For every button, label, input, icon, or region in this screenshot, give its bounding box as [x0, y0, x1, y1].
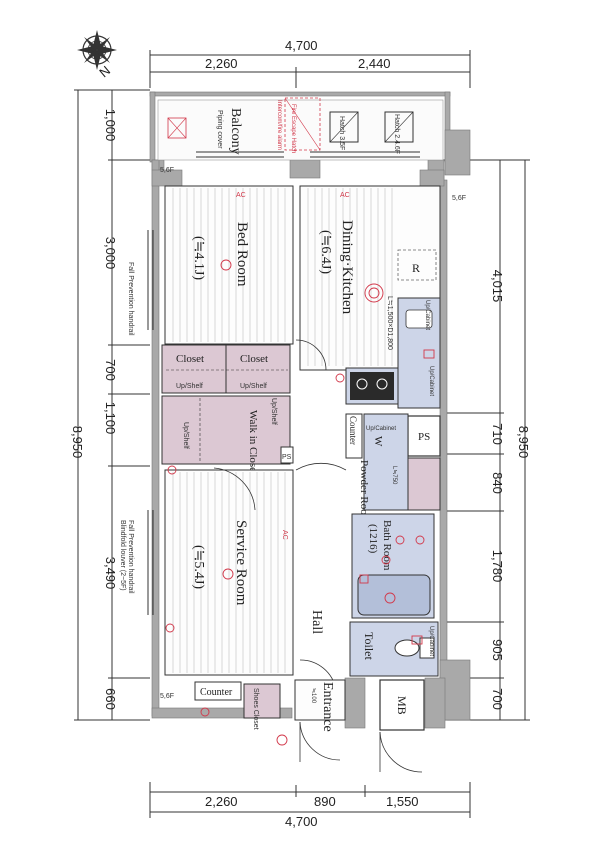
dim-left-1: 1,000 [103, 109, 118, 142]
shoes-closet-label: Shoes Closet [252, 688, 259, 730]
dim-top-right: 2,440 [358, 56, 391, 71]
outer-walls [149, 91, 471, 729]
floor-56f-label-2: 5,6F [160, 693, 174, 700]
dim-right-total: 8,950 [516, 426, 531, 459]
dim-left-3: 700 [103, 359, 118, 381]
counter-top-box [345, 413, 363, 459]
dim-bottom-left: 2,260 [205, 794, 238, 809]
up-cabinet-1: Up/Cabinet [424, 300, 430, 330]
hatch-right-label: Hatch 2.4.6F [393, 114, 400, 154]
dim-right-5: 905 [490, 639, 505, 661]
evacuation-note: Intercom/fire alarm [276, 100, 282, 150]
counter-bottom-box [194, 681, 242, 701]
balcony-label: Balcony [228, 108, 243, 155]
up-cabinet-4: Up/Cabinet [428, 626, 434, 656]
kitchen-size-note: L≒1,500×D1,800 [386, 296, 393, 350]
service-room-size: (≒5.4J) [191, 545, 206, 589]
floor-56f-label-3: 5,6F [452, 195, 466, 202]
closet-right-label: Closet [240, 353, 268, 365]
dim-right-3: 840 [490, 472, 505, 494]
ps-small-box [280, 446, 294, 464]
dim-left-5: 3,490 [103, 557, 118, 590]
bed-room-label: Bed Room [234, 222, 250, 287]
service-room-label: Service Room [233, 520, 249, 606]
dim-right-6: 700 [490, 688, 505, 710]
mb-box [379, 679, 425, 773]
up-cabinet-3: Up/Cabinet [366, 426, 396, 432]
powder-w-label: W [372, 436, 384, 447]
ac-label-2: AC [340, 192, 350, 199]
dim-top-total: 4,700 [285, 38, 318, 53]
hall-label: Hall [309, 610, 324, 634]
dim-left-2: 3,000 [103, 237, 118, 270]
dim-bottom-total: 4,700 [285, 814, 318, 829]
ac-label-3: AC [281, 530, 288, 540]
bed-room-size: (≒4.1J) [191, 236, 206, 280]
entrance-area [294, 679, 346, 762]
refrigerator-space [397, 249, 437, 281]
toilet-label: Toilet [362, 632, 376, 660]
counter-bottom-label: Counter [200, 687, 233, 698]
fall-prevention-top: Fall Prevention handrail [127, 262, 134, 336]
ps-small-label: PS [282, 454, 292, 461]
shoes-closet-box [243, 683, 281, 719]
fire-escape-zone [167, 97, 321, 151]
red-symbols [165, 259, 435, 746]
left-dimensions [74, 89, 150, 721]
powder-room-label: Powder Room [358, 460, 370, 524]
walk-in-closet-label: Walk in Closet [247, 410, 259, 475]
ac-label-1: AC [236, 192, 246, 199]
ps-big-label: PS [418, 431, 430, 443]
bath-room-size: (1216) [367, 524, 379, 554]
balcony-windows [196, 151, 420, 158]
service-room-flooring [172, 472, 286, 673]
hatch-right [384, 111, 414, 143]
mb-label: MB [395, 696, 409, 715]
up-shelf-2: Up/Shelf [240, 383, 267, 390]
powder-room [363, 413, 441, 511]
fall-prevention-bottom: Fall Prevention handrail [127, 520, 134, 594]
dim-bottom-right: 1,550 [386, 794, 419, 809]
hatch-left-label: Hatch 3.5F [338, 116, 345, 150]
refrigerator-label: R [412, 261, 420, 275]
floor-56f-label-1: 5,6F [160, 167, 174, 174]
dim-left-4: 1,100 [103, 402, 118, 435]
dining-kitchen-label: Dining·Kitchen [339, 220, 355, 315]
fire-escape-note: Fire Escape Hatch [290, 104, 296, 153]
up-cabinet-2: Up/Cabinet [428, 366, 434, 396]
step-note: ≒100 [310, 688, 316, 704]
bath-room-label: Bath Room [381, 520, 393, 571]
compass-north-label: N [96, 63, 113, 81]
walk-in-closet-area [161, 395, 291, 465]
closet-area [161, 344, 291, 394]
dining-kitchen-flooring [307, 188, 393, 366]
dim-left-total: 8,950 [70, 426, 85, 459]
compass-rose-icon [77, 30, 117, 70]
piping-cover-note: Piping cover [216, 110, 223, 149]
powder-size-note: L≒750 [391, 466, 397, 485]
up-shelf-4: Up/Shelf [270, 398, 277, 425]
closet-left-label: Closet [176, 353, 204, 365]
left-windows [147, 230, 154, 615]
up-shelf-1: Up/Shelf [176, 383, 203, 390]
counter-top-label: Counter [348, 416, 358, 445]
bed-room-flooring [172, 188, 286, 342]
dining-kitchen-size: (≒6.4J) [318, 230, 333, 274]
dim-left-6: 660 [103, 688, 118, 710]
top-dimensions [149, 50, 471, 88]
hatch-left [329, 111, 359, 143]
blindfold-louver: Blindfold louver (2~5F) [119, 520, 126, 591]
dim-right-2: 710 [490, 423, 505, 445]
dim-bottom-mid: 890 [314, 794, 336, 809]
dim-right-4: 1,780 [490, 550, 505, 583]
toilet-room [349, 621, 439, 677]
dim-top-left: 2,260 [205, 56, 238, 71]
bottom-dimensions [149, 782, 471, 818]
kitchen-counter [345, 297, 441, 409]
entrance-label: Entrance [320, 682, 335, 732]
up-shelf-3: Up/Shelf [182, 422, 189, 449]
dim-right-1: 4,015 [490, 270, 505, 303]
